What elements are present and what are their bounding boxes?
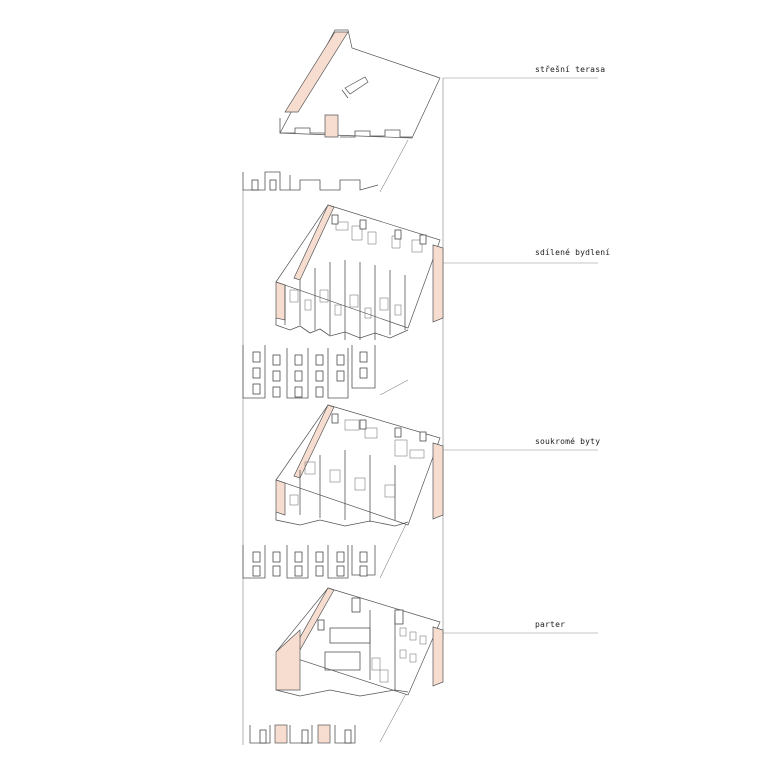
ground-floor-level <box>275 587 444 697</box>
construction-lines <box>242 78 444 745</box>
roof-terrace-level <box>279 29 441 139</box>
roof-facade-strip <box>242 171 379 191</box>
private-furniture <box>289 419 425 506</box>
private-windows <box>331 413 427 442</box>
leader-lines <box>443 77 598 634</box>
ground-furniture <box>371 627 427 683</box>
ground-facade-strip <box>249 724 356 744</box>
label-private-apartments: soukromé byty <box>535 436 600 446</box>
label-shared-housing: sdílené bydlení <box>535 247 610 257</box>
private-facade-strip <box>242 545 376 579</box>
label-roof-terrace: střešní terasa <box>535 64 605 74</box>
ground-windows <box>317 597 404 631</box>
label-ground-floor: parter <box>535 620 565 629</box>
shared-facade-strip <box>242 345 376 399</box>
shared-furniture <box>289 221 423 319</box>
shared-housing-level <box>275 204 444 340</box>
shared-windows <box>331 214 427 245</box>
private-apartments-level <box>275 404 444 527</box>
